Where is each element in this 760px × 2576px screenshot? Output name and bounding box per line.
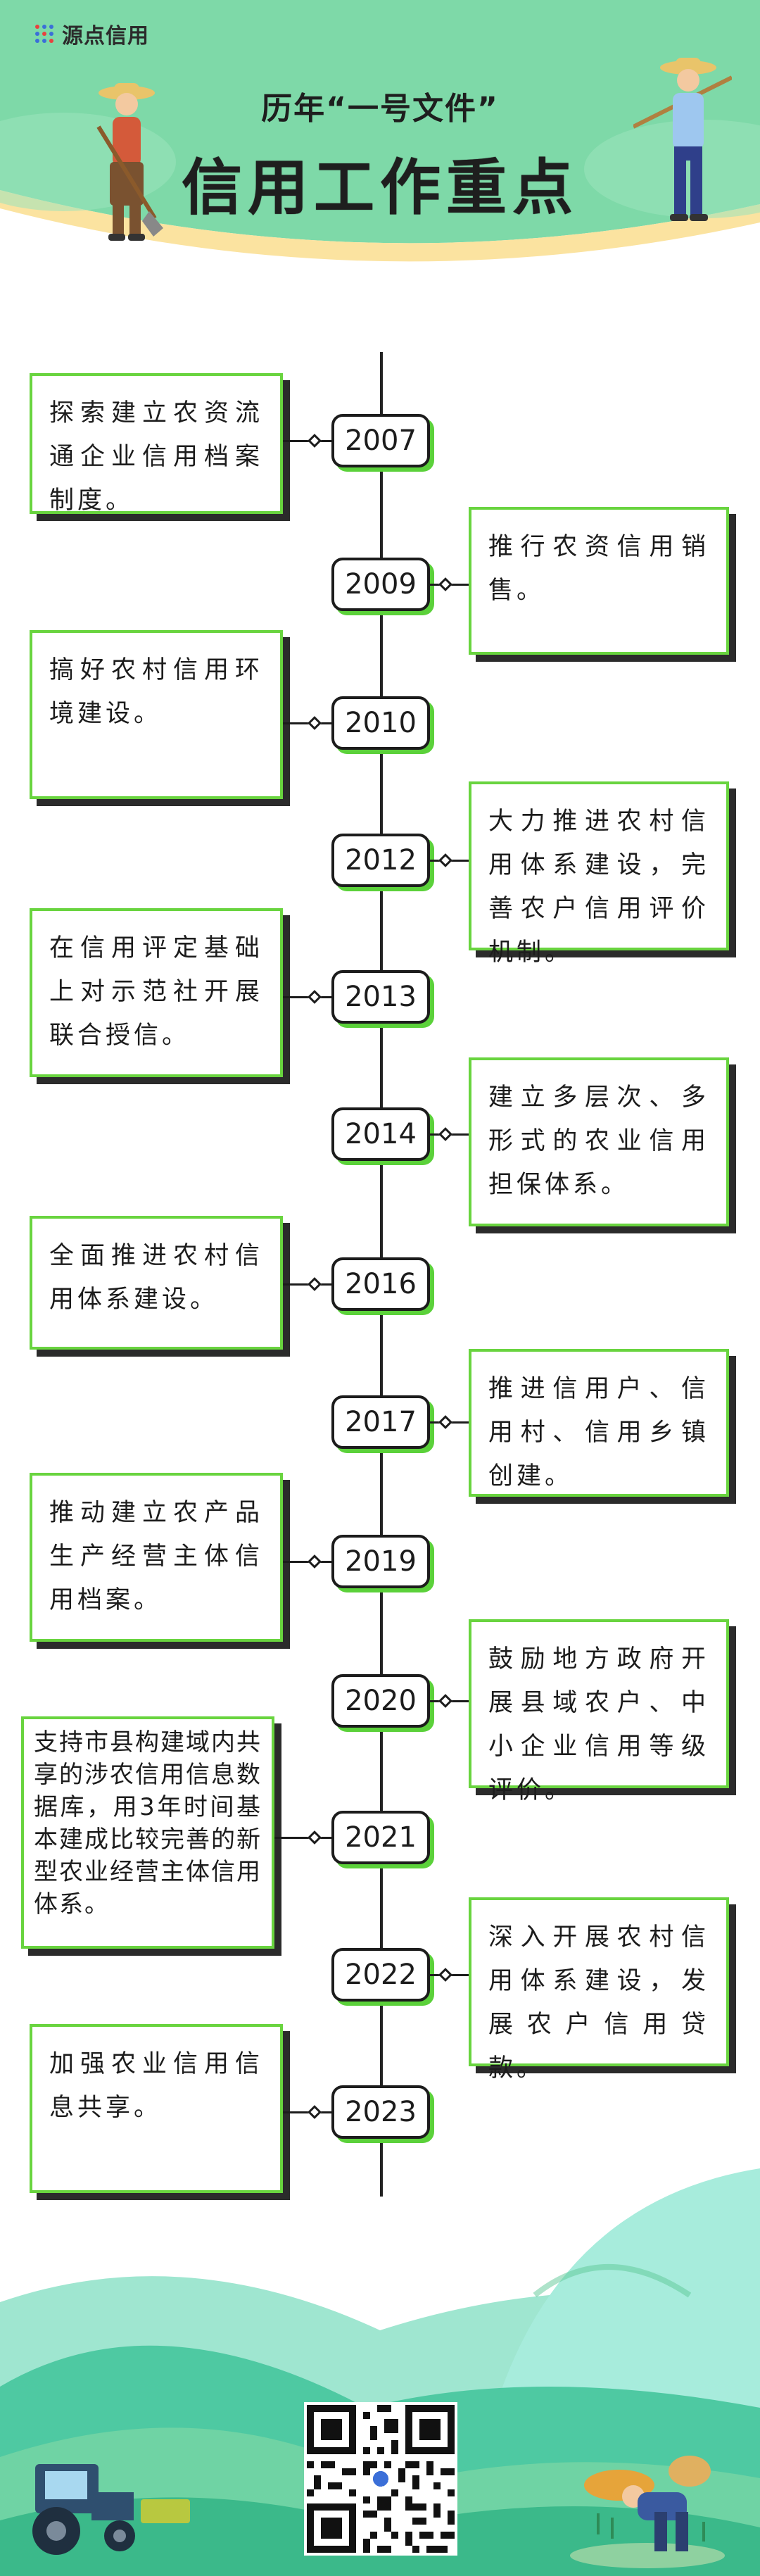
event-card-2016: 全面推进农村信用体系建设。 bbox=[30, 1216, 283, 1350]
diamond-icon bbox=[308, 1830, 322, 1845]
diamond-icon bbox=[308, 1277, 322, 1291]
dots-grid-icon bbox=[35, 25, 53, 43]
farmer-shovel-icon bbox=[96, 83, 163, 241]
year-label-2012: 2012 bbox=[331, 834, 430, 887]
farmer-planting-icon bbox=[570, 2456, 725, 2568]
connector-line bbox=[283, 440, 331, 442]
event-card-2010: 搞好农村信用环境建设。 bbox=[30, 630, 283, 799]
year-label-2016: 2016 bbox=[331, 1257, 430, 1311]
diamond-icon bbox=[438, 1968, 452, 1982]
diamond-icon bbox=[308, 1554, 322, 1569]
event-text: 推动建立农产品生产经营主体信用档案。 bbox=[49, 1499, 263, 1614]
event-text: 搞好农村信用环境建设。 bbox=[49, 656, 263, 728]
diamond-icon bbox=[308, 434, 322, 448]
year-label-2023: 2023 bbox=[331, 2085, 430, 2139]
event-text: 支持市县构建域内共享的涉农信用信息数据库，用3年时间基本建成比较完善的新型农业经… bbox=[34, 1728, 262, 1918]
diamond-icon bbox=[438, 1694, 452, 1708]
event-text: 全面推进农村信用体系建设。 bbox=[49, 1242, 263, 1314]
event-text: 探索建立农资流通企业信用档案制度。 bbox=[49, 399, 263, 515]
connector-line bbox=[283, 996, 331, 998]
year-label-2009: 2009 bbox=[331, 558, 430, 611]
diamond-icon bbox=[308, 716, 322, 730]
year-label-2014: 2014 bbox=[331, 1107, 430, 1161]
event-card-2012: 大力推进农村信用体系建设，完善农户信用评价机制。 bbox=[469, 781, 729, 967]
brand-logo[interactable]: 源点信用 bbox=[34, 18, 149, 49]
year-label-2022: 2022 bbox=[331, 1948, 430, 2002]
connector-line bbox=[283, 722, 331, 724]
event-card-2014: 建立多层次、多形式的农业信用担保体系。 bbox=[469, 1057, 729, 1226]
event-card-2013: 在信用评定基础上对示范社开展联合授信。 bbox=[30, 908, 283, 1077]
event-card-2021: 支持市县构建域内共享的涉农信用信息数据库，用3年时间基本建成比较完善的新型农业经… bbox=[21, 1716, 274, 1949]
event-card-2019: 推动建立农产品生产经营主体信用档案。 bbox=[30, 1473, 283, 1642]
header-subtitle: 历年“一号文件” bbox=[261, 91, 499, 127]
year-label-2021: 2021 bbox=[331, 1811, 430, 1864]
event-text: 加强农业信用信息共享。 bbox=[49, 2050, 263, 2122]
year-label-2020: 2020 bbox=[331, 1674, 430, 1728]
connector-line bbox=[283, 1283, 331, 1286]
event-text: 在信用评定基础上对示范社开展联合授信。 bbox=[49, 934, 263, 1050]
diamond-icon bbox=[308, 2105, 322, 2119]
event-text: 推行农资信用销售。 bbox=[488, 533, 709, 605]
connector-line bbox=[283, 2111, 331, 2113]
tractor-icon bbox=[32, 2464, 190, 2555]
header-banner: 源点信用 历年“一号文件” 信用工作重点 bbox=[0, 0, 760, 282]
event-text: 鼓励地方政府开展县域农户、中小企业信用等级评价。 bbox=[488, 1645, 709, 1804]
year-label-2007: 2007 bbox=[331, 414, 430, 467]
farmer-pole-icon bbox=[633, 58, 732, 221]
year-label-2019: 2019 bbox=[331, 1535, 430, 1588]
diamond-icon bbox=[438, 577, 452, 591]
event-text: 深入开展农村信用体系建设，发展农户信用贷款。 bbox=[488, 1923, 709, 2082]
diamond-icon bbox=[438, 853, 452, 867]
diamond-icon bbox=[438, 1415, 452, 1429]
event-card-2009: 推行农资信用销售。 bbox=[469, 507, 729, 655]
connector-line bbox=[283, 1561, 331, 1563]
year-label-2010: 2010 bbox=[331, 696, 430, 750]
qr-code-icon bbox=[307, 2405, 455, 2553]
diamond-icon bbox=[308, 990, 322, 1004]
diamond-icon bbox=[438, 1127, 452, 1141]
event-text: 推进信用户、信用村、信用乡镇创建。 bbox=[488, 1375, 709, 1490]
event-card-2020: 鼓励地方政府开展县域农户、中小企业信用等级评价。 bbox=[469, 1619, 729, 1804]
page-title: 信用工作重点 bbox=[182, 153, 578, 223]
event-card-2017: 推进信用户、信用村、信用乡镇创建。 bbox=[469, 1349, 729, 1497]
event-card-2022: 深入开展农村信用体系建设，发展农户信用贷款。 bbox=[469, 1897, 729, 2082]
header-background bbox=[0, 0, 760, 282]
event-card-2023: 加强农业信用信息共享。 bbox=[30, 2024, 283, 2193]
year-label-2013: 2013 bbox=[331, 970, 430, 1024]
connector-line bbox=[274, 1837, 331, 1839]
qr-code[interactable] bbox=[304, 2402, 457, 2556]
year-label-2017: 2017 bbox=[331, 1395, 430, 1449]
event-text: 建立多层次、多形式的农业信用担保体系。 bbox=[488, 1083, 709, 1199]
logo-text: 源点信用 bbox=[62, 24, 149, 49]
event-text: 大力推进农村信用体系建设，完善农户信用评价机制。 bbox=[488, 808, 709, 967]
event-card-2007: 探索建立农资流通企业信用档案制度。 bbox=[30, 373, 283, 515]
